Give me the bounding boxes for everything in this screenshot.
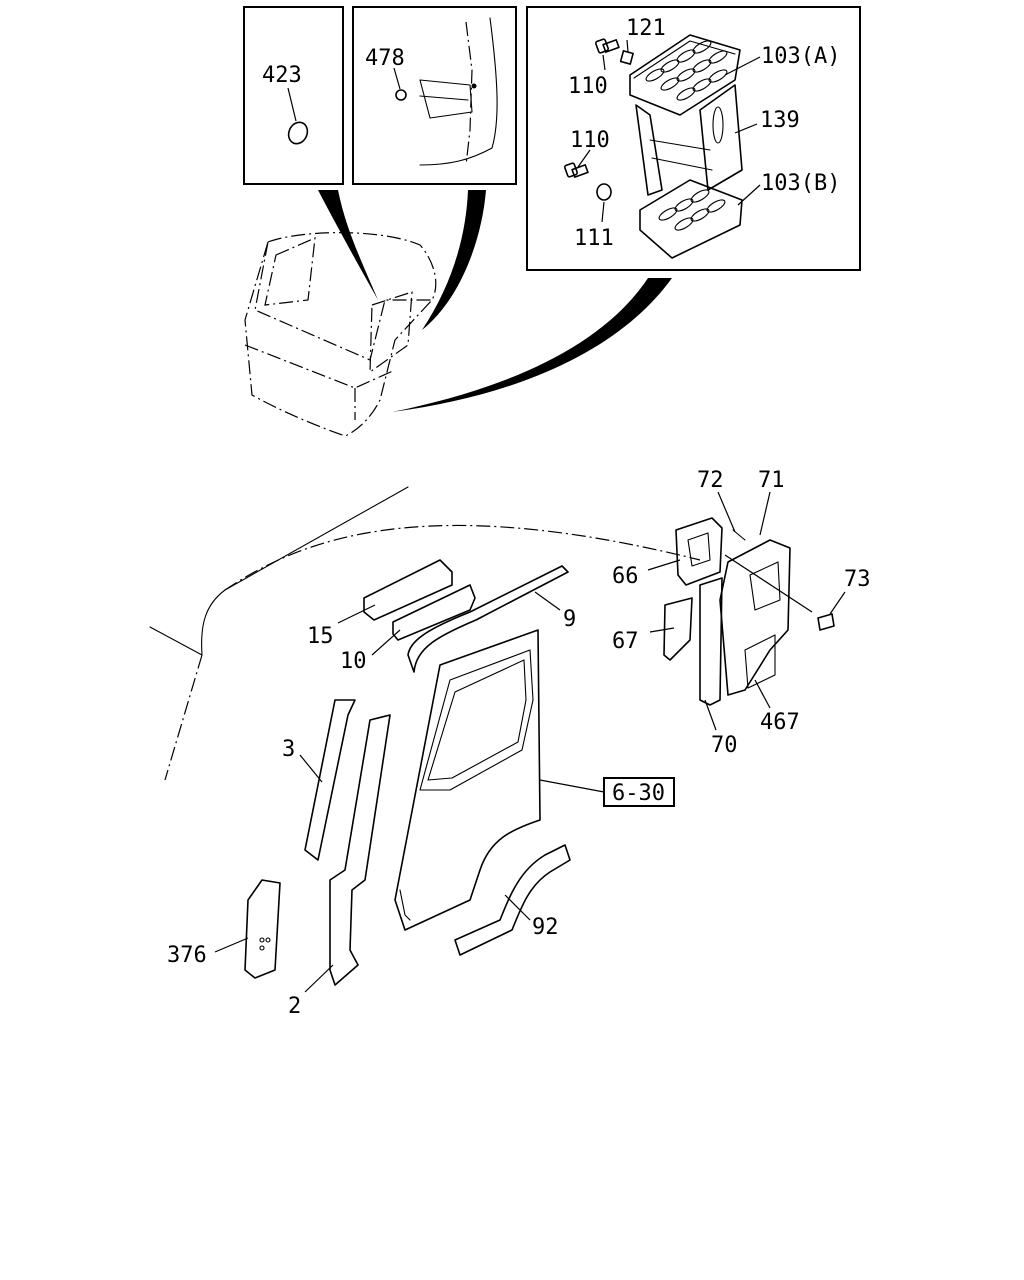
part-478-clip [395, 89, 407, 101]
label-71: 71 [758, 468, 785, 493]
detail-box-step [526, 6, 861, 271]
part-103b-step [639, 179, 743, 259]
ref-box-6-30 [603, 777, 675, 807]
part-110-bolt-lower [564, 162, 589, 178]
label-467: 467 [760, 710, 800, 735]
label-103a: 103(A) [761, 44, 840, 69]
label-110-lower: 110 [570, 128, 610, 153]
part-3-pillar-trim [304, 699, 356, 861]
label-139: 139 [760, 108, 800, 133]
label-70: 70 [711, 733, 738, 758]
body-outline [149, 486, 701, 781]
label-2: 2 [288, 994, 301, 1019]
part-376-bracket [244, 879, 281, 979]
part-73-bolt [817, 613, 835, 631]
label-110-upper: 110 [568, 74, 608, 99]
label-15: 15 [307, 624, 334, 649]
label-3: 3 [282, 737, 295, 762]
part-2-pillar [329, 714, 391, 986]
detail-box-478 [352, 6, 517, 185]
part-111-washer [596, 183, 612, 201]
part-110-bolt-upper [595, 38, 620, 54]
cab-outline [244, 232, 437, 437]
label-9: 9 [563, 607, 576, 632]
label-92: 92 [532, 915, 559, 940]
part-71-panel [719, 539, 791, 696]
part-15-rail [363, 559, 453, 621]
part-103a-step [629, 34, 741, 116]
pointer-478 [422, 190, 486, 330]
part-139-bracket [699, 84, 743, 191]
part-10-rail [392, 584, 476, 641]
label-423: 423 [262, 63, 302, 88]
detail-box-423 [243, 6, 344, 185]
label-6-30: 6-30 [612, 781, 665, 806]
pointer-423 [318, 190, 378, 300]
part-70-pillar [699, 577, 723, 706]
label-67: 67 [612, 629, 639, 654]
part-121-nut [619, 50, 634, 65]
label-376: 376 [167, 943, 207, 968]
label-10: 10 [340, 649, 367, 674]
part-9-weatherstrip [407, 565, 569, 673]
label-72: 72 [697, 468, 724, 493]
label-103b: 103(B) [761, 171, 840, 196]
part-67-panel [663, 597, 693, 661]
label-66: 66 [612, 564, 639, 589]
part-66-panel [675, 517, 723, 586]
pointer-step [392, 278, 672, 412]
part-423-grommet [287, 121, 309, 145]
label-73: 73 [844, 567, 871, 592]
label-478: 478 [365, 46, 405, 71]
label-111: 111 [574, 226, 614, 251]
label-121: 121 [626, 16, 666, 41]
door-6-30 [394, 629, 541, 931]
